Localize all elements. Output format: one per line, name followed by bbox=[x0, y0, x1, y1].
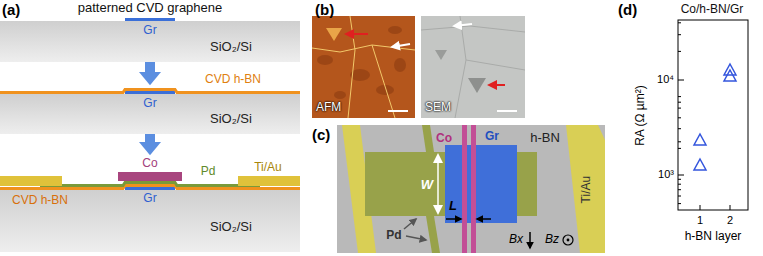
layer-label: Gr bbox=[143, 192, 156, 205]
triangle-domain bbox=[326, 28, 342, 41]
tick-label: 10³ bbox=[658, 168, 674, 180]
part-label: Ti/Au bbox=[580, 176, 593, 204]
leader-arrow bbox=[406, 236, 426, 240]
micrograph-panel: AFM bbox=[312, 16, 415, 118]
field-label: Bx bbox=[509, 233, 523, 246]
axis-title: RA (Ω µm²) bbox=[633, 86, 646, 147]
axis-ticks bbox=[678, 23, 730, 210]
layer-label: Gr bbox=[143, 24, 156, 37]
field-out-symbol bbox=[567, 239, 570, 242]
layer-label: Ti/Au bbox=[254, 161, 282, 174]
graphene-layer bbox=[125, 91, 175, 94]
hbn-layer bbox=[0, 90, 300, 93]
white-arrow bbox=[454, 24, 472, 26]
triangle-domain bbox=[468, 78, 486, 93]
red-arrow bbox=[346, 33, 368, 35]
plot-title: Co/h-BN/Gr bbox=[681, 3, 744, 16]
width-arrow bbox=[437, 155, 439, 213]
grain-lines bbox=[421, 16, 525, 118]
node-text: AFM bbox=[316, 101, 341, 114]
layer-label: Pd bbox=[201, 165, 216, 178]
afm-texture bbox=[317, 26, 406, 99]
field-label: Bz bbox=[545, 233, 559, 246]
scale-bar bbox=[388, 110, 408, 112]
dimension-label: W bbox=[421, 178, 433, 192]
part-label: Pd bbox=[386, 229, 401, 242]
scale-bar bbox=[497, 110, 517, 112]
node-text: SiO₂/Si bbox=[210, 112, 252, 126]
co-electrode bbox=[462, 125, 467, 253]
length-arrow bbox=[446, 218, 461, 220]
tiau-pad bbox=[0, 176, 62, 186]
tick-label: 10⁴ bbox=[657, 73, 674, 85]
substrate-stack: SiO₂/Si bbox=[0, 16, 300, 62]
part-label: Co bbox=[436, 132, 452, 145]
substrate bbox=[0, 21, 300, 62]
panel-letter: (d) bbox=[618, 2, 637, 19]
process-arrow bbox=[145, 62, 155, 72]
layer-label: CVD h-BN bbox=[12, 194, 68, 207]
field-arrow bbox=[529, 232, 531, 248]
red-arrow bbox=[489, 84, 505, 86]
wrinkle-lines bbox=[312, 16, 415, 118]
panel-letter: (a) bbox=[2, 2, 20, 19]
tick-label: 2 bbox=[727, 214, 733, 226]
panel-letter: (b) bbox=[315, 2, 334, 19]
tiau-pad bbox=[238, 176, 300, 186]
length-arrow bbox=[477, 218, 491, 220]
triangle-domain bbox=[435, 50, 447, 60]
layer-label: Gr bbox=[143, 97, 156, 110]
afm-image bbox=[312, 16, 415, 118]
substrate bbox=[0, 190, 300, 252]
tiau-lead bbox=[566, 125, 605, 253]
node-text: SiO₂/Si bbox=[210, 40, 252, 54]
co-electrode bbox=[118, 172, 182, 181]
pd-lead bbox=[426, 216, 440, 253]
dimension-label: L bbox=[449, 199, 457, 213]
hbn-background bbox=[337, 125, 605, 253]
axis-title: h-BN layer bbox=[685, 230, 742, 243]
process-arrow bbox=[145, 134, 155, 142]
field-out-symbol bbox=[563, 235, 573, 245]
micrograph-panel: SEM bbox=[421, 16, 525, 118]
tick-label: 1 bbox=[697, 214, 703, 226]
substrate bbox=[0, 94, 300, 134]
stage-heading: patterned CVD graphene bbox=[78, 1, 223, 15]
graphene-layer bbox=[125, 187, 175, 190]
leader-arrow bbox=[404, 219, 416, 229]
sem-image bbox=[421, 16, 525, 118]
pd-lead bbox=[422, 125, 434, 152]
graphene-channel bbox=[445, 145, 517, 223]
white-arrow bbox=[392, 44, 410, 47]
node-text: SiO₂/Si bbox=[210, 220, 252, 234]
co-electrode bbox=[471, 125, 476, 253]
graphene-layer bbox=[125, 18, 175, 21]
data-triangles bbox=[694, 64, 736, 170]
pd-layer bbox=[40, 183, 260, 186]
part-label: Gr bbox=[485, 130, 499, 143]
plot-frame bbox=[678, 20, 748, 210]
part-label: h-BN bbox=[530, 131, 560, 145]
panel-letter: (c) bbox=[312, 127, 330, 144]
layer-label: Co bbox=[142, 157, 157, 170]
node-text: SEM bbox=[425, 101, 451, 114]
layer-label: CVD h-BN bbox=[205, 73, 261, 86]
